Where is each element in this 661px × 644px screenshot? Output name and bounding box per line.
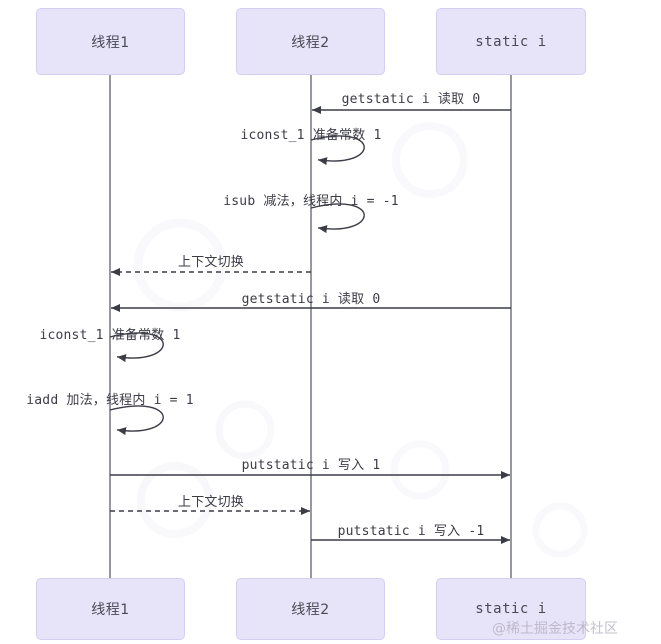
header-participant-label-t1: 线程1 [91, 34, 130, 51]
background-watermarks [133, 122, 588, 558]
self-loop-m2 [310, 135, 365, 166]
header-participant-t2[interactable]: 线程2 [236, 8, 385, 75]
message-label-m3: isub 减法，线程内 i = -1 [223, 194, 399, 209]
self-loop-m7 [109, 405, 164, 436]
lifelines-group [109, 75, 512, 578]
message-label-m6: iconst_1 准备常数 1 [39, 328, 181, 343]
self-loop-m6 [109, 332, 164, 363]
header-participant-label-si: static i [475, 33, 547, 50]
footer-participant-si[interactable]: static i [436, 578, 586, 640]
footer-participant-label-t2: 线程2 [291, 602, 330, 618]
message-label-m4: 上下文切换 [177, 255, 245, 270]
header-participant-t1[interactable]: 线程1 [36, 8, 185, 75]
message-label-m2: iconst_1 准备常数 1 [240, 128, 382, 143]
self-loop-m3 [310, 203, 365, 234]
message-label-m7: iadd 加法，线程内 i = 1 [26, 393, 194, 408]
message-label-m10: putstatic i 写入 -1 [337, 524, 485, 539]
header-participant-si[interactable]: static i [436, 8, 586, 75]
message-label-m5: getstatic i 读取 0 [241, 292, 381, 307]
footer-participant-t1[interactable]: 线程1 [36, 578, 185, 640]
footer-participant-label-t1: 线程1 [91, 602, 130, 618]
message-label-m8: putstatic i 写入 1 [241, 458, 381, 473]
message-label-m9: 上下文切换 [177, 495, 245, 510]
header-participant-label-t2: 线程2 [291, 34, 330, 51]
messages-group [109, 106, 511, 544]
footer-participant-label-si: static i [475, 601, 547, 617]
footer-participant-t2[interactable]: 线程2 [236, 578, 385, 640]
message-label-m1: getstatic i 读取 0 [341, 92, 481, 107]
